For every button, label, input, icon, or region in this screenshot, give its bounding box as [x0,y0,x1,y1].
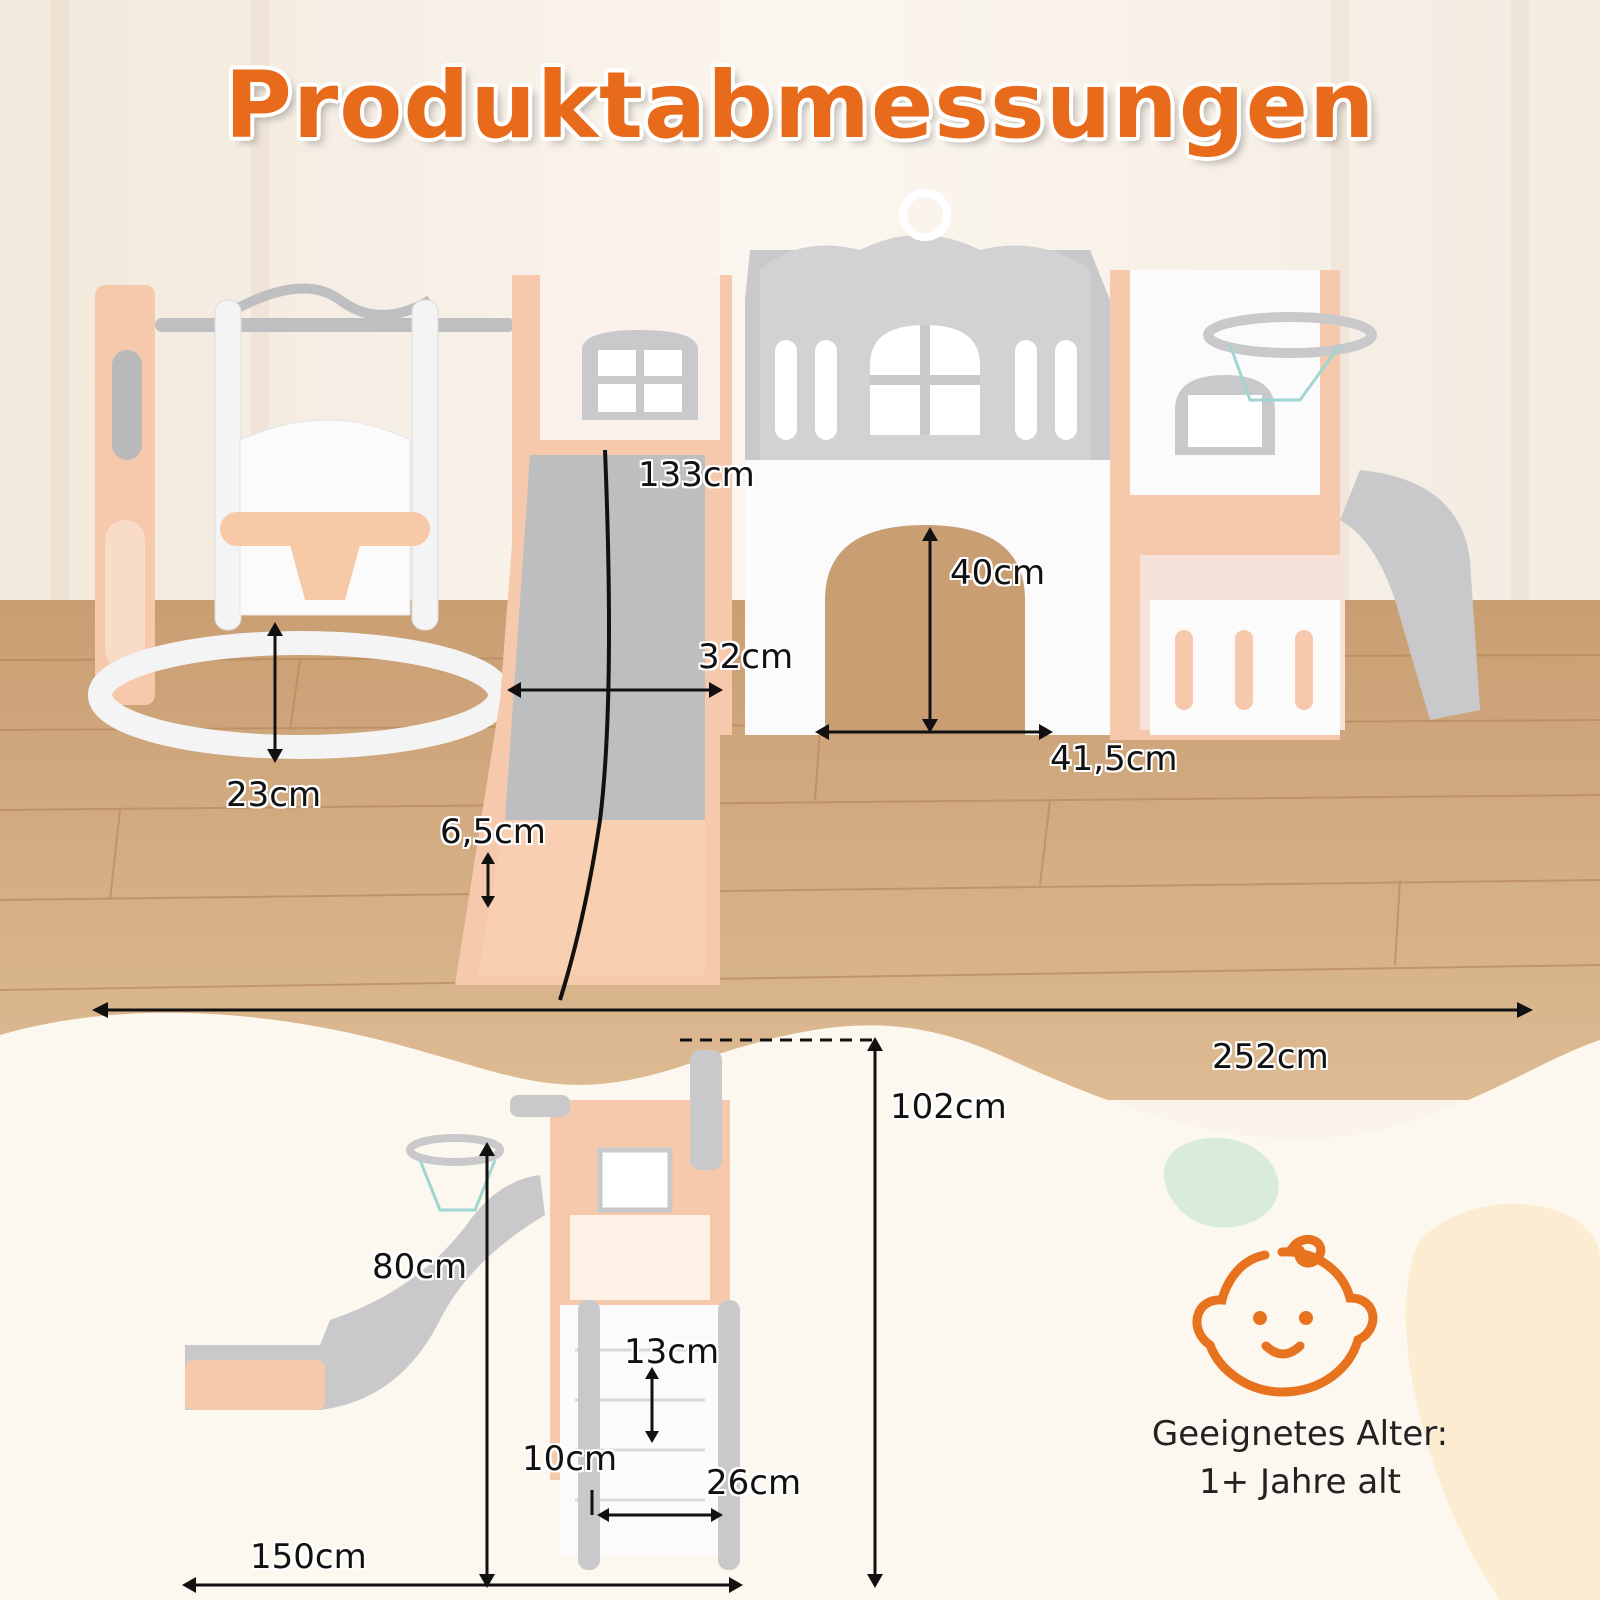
side-view-playset [185,1050,740,1570]
swing-set [88,283,515,759]
hoop-height-label: 80cm [372,1247,468,1287]
tunnel-height-label: 40cm [950,553,1046,593]
age-recommendation: Geeignetes Alter: 1+ Jahre alt [1110,1410,1490,1506]
step-spacing-label: 13cm [624,1332,720,1372]
total-length-label: 252cm [1212,1037,1329,1077]
decor-blob-mint [1163,1137,1279,1228]
decor-blob-peach [1405,1203,1600,1600]
age-line-1: Geeignetes Alter: [1151,1414,1449,1454]
basketball-hoop [1203,312,1377,402]
center-castle [745,189,1110,735]
page-title: Produktabmessungen [224,52,1376,159]
step-width-label: 26cm [706,1463,802,1503]
arrowheads [92,527,1533,1593]
bottom-panel [0,1012,1600,1600]
side-depth-label: 150cm [250,1537,367,1577]
slide-end-height-label: 6,5cm [440,812,546,852]
right-tower [1110,270,1345,740]
slide-width-label: 32cm [698,637,794,677]
tunnel-width-label: 41,5cm [1050,739,1178,779]
first-step-height-label: 10cm [522,1439,618,1479]
baby-face-icon [1192,1235,1378,1397]
baby-face-eyes [1253,1311,1313,1325]
total-height-label: 102cm [890,1087,1007,1127]
slide-length-label: 133cm [638,455,755,495]
side-slide [1340,470,1480,720]
swing-seat-height-label: 23cm [226,775,322,815]
slide-length-line [558,449,611,1001]
main-slide [455,440,720,985]
age-line-2: 1+ Jahre alt [1199,1462,1401,1502]
